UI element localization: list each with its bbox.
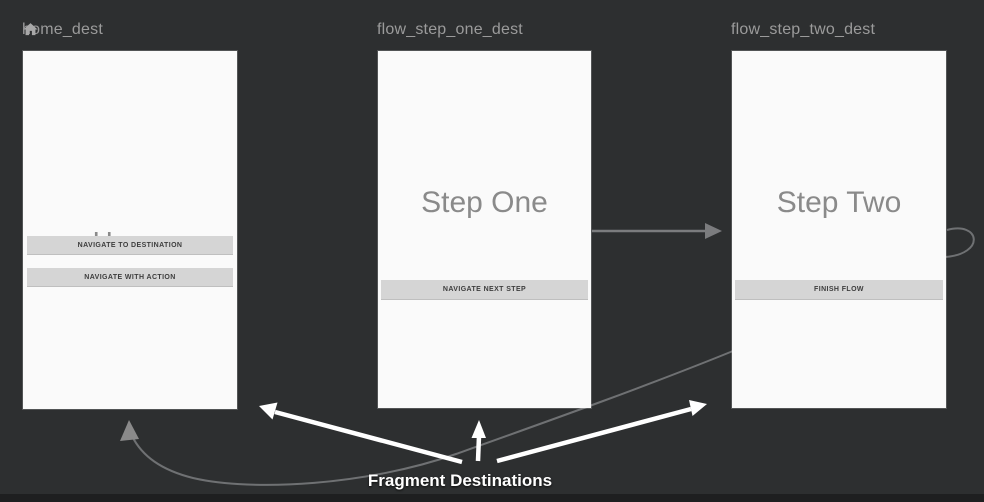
destination-card-home[interactable]: Home NAVIGATE TO DESTINATION NAVIGATE WI… xyxy=(23,51,237,409)
destination-id: flow_step_one_dest xyxy=(377,21,523,38)
annotation-arrow-to-step-one xyxy=(471,420,486,462)
screen-title: Step Two xyxy=(776,186,902,219)
destination-card-flow-step-two[interactable]: Step Two FINISH FLOW xyxy=(732,51,946,408)
destination-id: flow_step_two_dest xyxy=(731,21,876,38)
home-icon xyxy=(23,23,38,36)
arrowhead-icon xyxy=(259,402,278,420)
preview-button-navigate-next-step: NAVIGATE NEXT STEP xyxy=(381,280,588,300)
destination-id: home_dest xyxy=(22,21,103,38)
destination-label-home-dest[interactable]: home_dest xyxy=(22,21,103,39)
annotation-arrow-to-step-two xyxy=(496,400,707,464)
annotation-text-fragment-destinations: Fragment Destinations xyxy=(367,471,553,490)
preview-button-navigate-to-destination: NAVIGATE TO DESTINATION xyxy=(27,236,233,255)
bottom-window-edge xyxy=(0,494,984,502)
destination-label-flow-step-one-dest[interactable]: flow_step_one_dest xyxy=(377,21,523,39)
arrowhead-icon xyxy=(689,400,707,416)
arrowhead-icon xyxy=(471,420,486,438)
preview-button-navigate-with-action: NAVIGATE WITH ACTION xyxy=(27,268,233,287)
arrowhead-icon xyxy=(120,420,139,441)
destination-label-flow-step-two-dest[interactable]: flow_step_two_dest xyxy=(731,21,875,39)
action-arrow-step-one-to-step-two[interactable] xyxy=(592,223,722,239)
destination-card-flow-step-one[interactable]: Step One NAVIGATE NEXT STEP xyxy=(378,51,591,408)
screen-title: Step One xyxy=(421,186,548,219)
arrowhead-icon xyxy=(705,223,722,239)
preview-button-finish-flow: FINISH FLOW xyxy=(735,280,943,300)
annotation-arrow-to-home xyxy=(259,402,463,465)
